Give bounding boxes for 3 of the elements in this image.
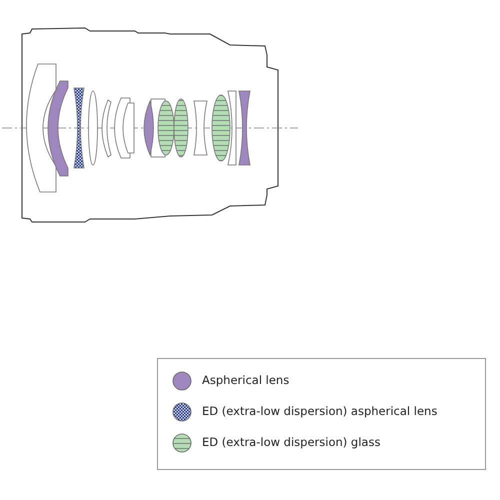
legend-text: ED (extra-low dispersion) aspherical lens <box>202 404 438 418</box>
legend-text: ED (extra-low dispersion) glass <box>202 435 380 449</box>
legend-text: Aspherical lens <box>202 373 290 387</box>
